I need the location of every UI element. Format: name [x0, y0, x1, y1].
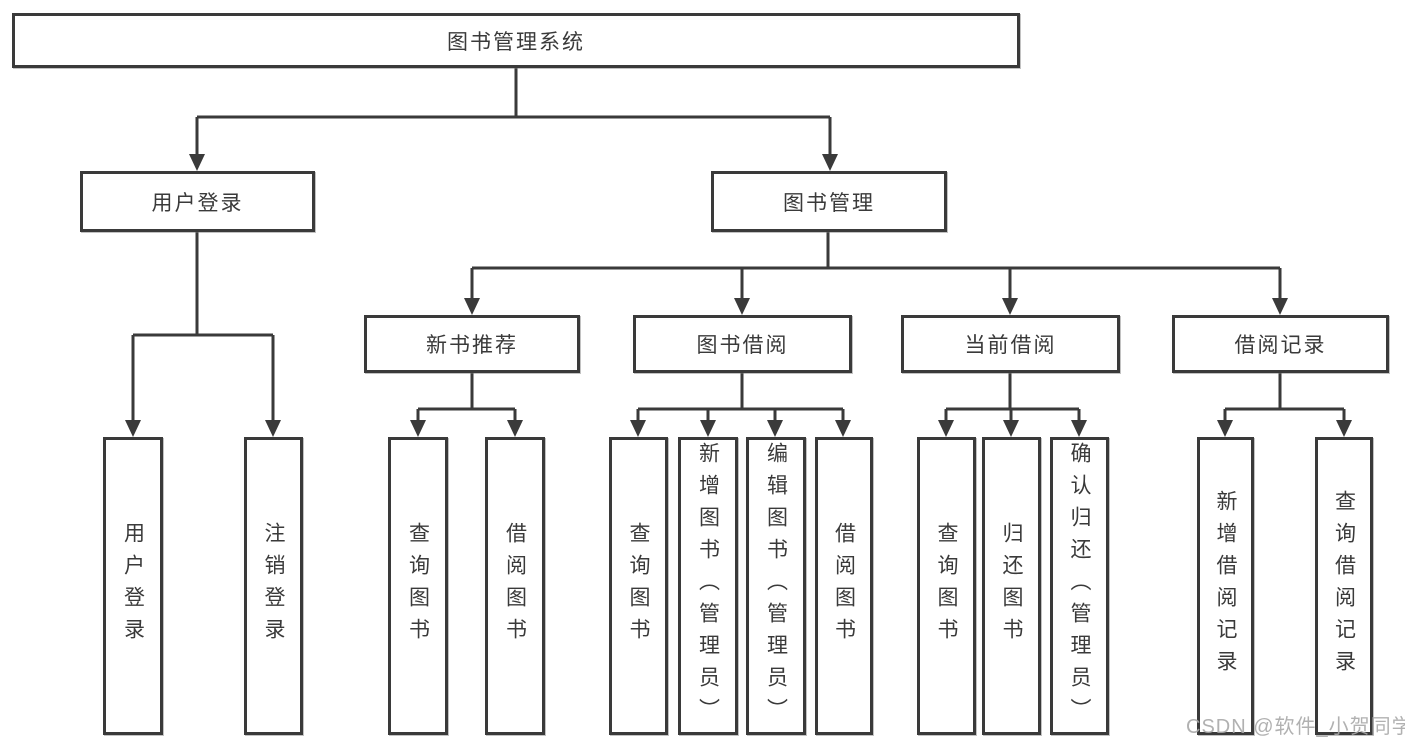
group-new-book-recommendation: 新书推荐: [364, 315, 580, 373]
leaf-logout: 注销登录: [244, 437, 303, 735]
group-borrowing-records: 借阅记录: [1172, 315, 1389, 373]
leaf-query-books: 查询图书: [388, 437, 448, 735]
group-book-borrowing: 图书借阅: [633, 315, 852, 373]
leaf-confirm-return-admin: 确认归还（管理员）: [1050, 437, 1109, 735]
leaf-user-login: 用户登录: [103, 437, 163, 735]
branch-book-management: 图书管理: [711, 171, 947, 232]
leaf-add-books-admin: 新增图书（管理员）: [678, 437, 738, 735]
group-current-borrowing: 当前借阅: [901, 315, 1120, 373]
csdn-watermark: CSDN @软件_小贺同学: [1186, 716, 1405, 738]
leaf-query-borrow-record: 查询借阅记录: [1315, 437, 1373, 735]
leaf-query-books: 查询图书: [917, 437, 976, 735]
leaf-return-books: 归还图书: [982, 437, 1041, 735]
leaf-edit-books-admin: 编辑图书（管理员）: [746, 437, 806, 735]
branch-user-login: 用户登录: [80, 171, 315, 232]
leaf-borrow-books: 借阅图书: [485, 437, 545, 735]
leaf-borrow-books: 借阅图书: [815, 437, 873, 735]
leaf-add-borrow-record: 新增借阅记录: [1197, 437, 1254, 735]
root-node-library-management-system: 图书管理系统: [12, 13, 1020, 68]
leaf-query-books: 查询图书: [609, 437, 668, 735]
